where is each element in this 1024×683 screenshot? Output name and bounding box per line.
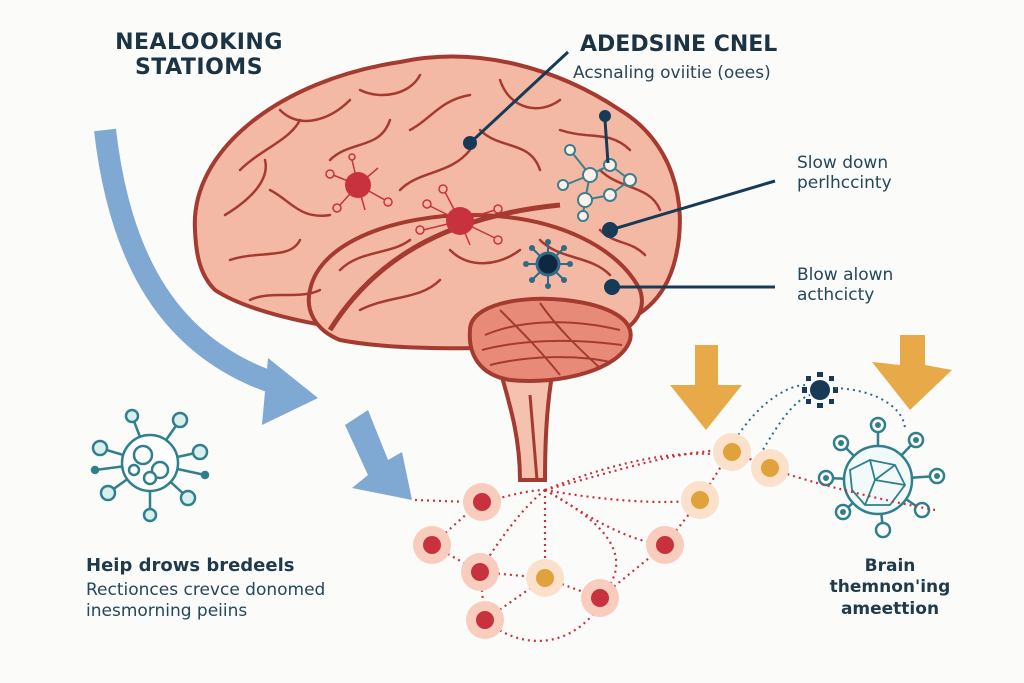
- virus-icon: [817, 416, 946, 539]
- network-node: [591, 589, 609, 607]
- bottom-right-line-1: Brain: [864, 556, 916, 576]
- receptor-icon: [523, 239, 573, 289]
- bottom-left-heading: Heip drows bredeels: [86, 555, 295, 576]
- network-node: [423, 536, 441, 554]
- callout-2-line-1: Blow alown: [797, 265, 894, 285]
- network-node: [536, 569, 554, 587]
- title-right: ADEDSINE CNEL: [580, 32, 778, 57]
- title-left-line-1: NEALOOKING: [115, 30, 283, 55]
- blue-down-arrow: [345, 410, 412, 500]
- callout-pointers: [468, 50, 776, 289]
- callout-label-2: Blow alown acthcicty: [797, 265, 894, 305]
- network-node: [761, 459, 779, 477]
- sun-node-icon: [802, 372, 838, 408]
- network-node: [476, 611, 494, 629]
- virus-icon: [90, 408, 210, 523]
- blue-curved-arrow: [94, 128, 318, 425]
- bottom-right-caption: Brain themnon'ing ameettion: [800, 556, 980, 620]
- subtitle-right: Acsnaling oviitie (oees): [573, 63, 771, 83]
- callout-1-line-2: perlhccinty: [797, 172, 892, 193]
- dotted-links-blue: [734, 384, 906, 456]
- orange-down-arrow-right: [872, 335, 952, 410]
- orange-down-arrow-left: [670, 345, 742, 430]
- bottom-left-body-line-1: Rectionces crevce donomed: [86, 580, 326, 600]
- neural-network-nodes: [413, 433, 789, 639]
- callout-1-line-1: Slow down: [797, 153, 889, 173]
- bottom-left-body: Rectionces crevce donomed inesmorning pe…: [86, 580, 416, 623]
- neuron-icon: [415, 184, 503, 246]
- title-left-line-2: STATIOMS: [134, 55, 264, 81]
- neuron-icon: [325, 153, 393, 213]
- bottom-right-line-3: ameettion: [840, 598, 940, 619]
- callout-dots: [463, 136, 620, 295]
- network-node: [691, 491, 709, 509]
- callout-label-1: Slow down perlhccinty: [797, 153, 892, 193]
- network-node: [471, 563, 489, 581]
- network-node: [723, 443, 741, 461]
- bottom-left-body-line-2: inesmorning peiins: [86, 601, 248, 622]
- network-node: [473, 493, 491, 511]
- network-node: [656, 536, 674, 554]
- brain-illustration: [192, 54, 682, 482]
- callout-2-line-2: acthcicty: [797, 284, 875, 305]
- title-left: NEALOOKING STATIOMS: [94, 30, 304, 81]
- bottom-right-line-2: themnon'ing: [829, 577, 951, 598]
- molecule-icon: [557, 110, 637, 222]
